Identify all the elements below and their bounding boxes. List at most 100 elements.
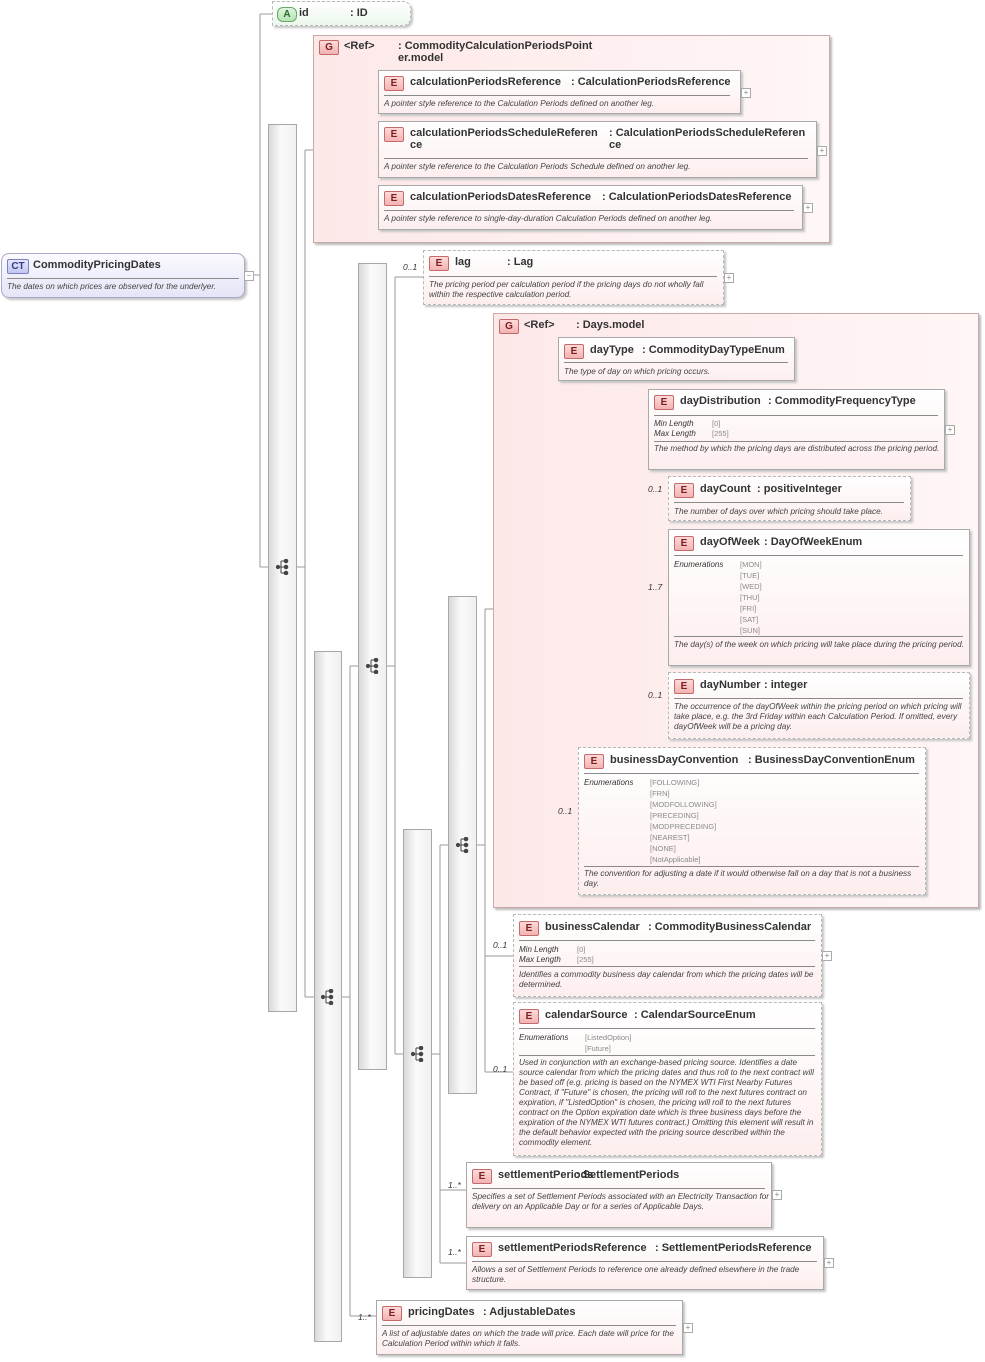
element-badge: E — [674, 536, 694, 551]
element-settlement-periods-reference[interactable]: E settlementPeriodsReference : Settlemen… — [466, 1236, 824, 1290]
choice-icon — [410, 1046, 424, 1062]
element-badge: E — [519, 1009, 539, 1024]
element-badge: E — [472, 1169, 492, 1184]
element-name: pricingDates — [408, 1306, 475, 1318]
enum-list: [ListedOption] [Future] — [585, 1032, 631, 1054]
facet-value: [0] — [712, 419, 721, 428]
facet-value: [255] — [577, 955, 594, 964]
element-business-calendar[interactable]: E businessCalendar : CommodityBusinessCa… — [513, 914, 822, 997]
separator — [472, 1261, 817, 1262]
element-calculation-periods-dates-reference[interactable]: E calculationPeriodsDatesReference : Cal… — [378, 185, 803, 230]
element-badge: E — [384, 191, 404, 206]
separator — [384, 210, 794, 211]
group-badge: G — [319, 40, 339, 55]
element-doc: A pointer style reference to the Calcula… — [384, 99, 655, 108]
enum-value: [SUN] — [740, 626, 761, 635]
separator — [584, 866, 919, 867]
expand-icon[interactable]: + — [945, 425, 955, 435]
element-doc: A pointer style reference to the Calcula… — [384, 162, 691, 171]
element-doc: The occurrence of the dayOfWeek within t… — [674, 702, 962, 731]
cardinality: 1..* — [448, 1247, 461, 1257]
element-type: : positiveInteger — [757, 483, 842, 495]
enum-value: [NONE] — [650, 844, 676, 853]
choice-icon — [320, 989, 334, 1005]
element-doc: The convention for adjusting a date if i… — [584, 869, 912, 888]
cardinality: 1..* — [358, 1312, 371, 1322]
expand-icon[interactable]: + — [817, 146, 827, 156]
facet-label: Enumerations — [584, 778, 634, 787]
enum-value: [FRN] — [650, 789, 670, 798]
element-doc: A pointer style reference to single-day-… — [384, 214, 713, 223]
element-calculation-periods-schedule-reference[interactable]: E calculationPeriodsScheduleReferen ce :… — [378, 121, 817, 178]
element-badge: E — [519, 921, 539, 936]
separator — [654, 415, 938, 416]
element-day-of-week[interactable]: E dayOfWeek : DayOfWeekEnum Enumerations… — [668, 529, 970, 666]
element-type: : Lag — [507, 256, 534, 268]
element-badge: E — [654, 395, 674, 410]
enum-value: [MODFOLLOWING] — [650, 800, 717, 809]
element-calculation-periods-reference[interactable]: E calculationPeriodsReference : Calculat… — [378, 70, 741, 114]
expand-icon[interactable]: + — [724, 273, 734, 283]
enum-list: [FOLLOWING] [FRN] [MODFOLLOWING] [PRECED… — [650, 777, 717, 865]
element-day-distribution[interactable]: E dayDistribution : CommodityFrequencyTy… — [648, 389, 945, 470]
facet-label: Enumerations — [674, 560, 724, 569]
attribute-type: : ID — [350, 7, 368, 19]
expand-icon[interactable]: + — [683, 1323, 693, 1333]
element-type: : CalculationPeriodsScheduleReferen ce — [609, 127, 806, 151]
element-type: : SettlementPeriods — [576, 1169, 680, 1181]
separator — [519, 966, 815, 967]
separator — [519, 1055, 815, 1056]
element-doc: Used in conjunction with an exchange-bas… — [519, 1058, 814, 1147]
expand-icon[interactable]: + — [803, 203, 813, 213]
enum-value: [MON] — [740, 560, 762, 569]
root-doc: The dates on which prices are observed f… — [7, 282, 217, 291]
expand-icon[interactable]: + — [824, 1258, 834, 1268]
expand-icon[interactable]: + — [741, 88, 751, 98]
element-day-count[interactable]: E dayCount : positiveInteger The number … — [668, 476, 911, 521]
element-badge: E — [674, 679, 694, 694]
facet-label: Enumerations — [519, 1033, 569, 1042]
enum-value: [FOLLOWING] — [650, 778, 700, 787]
element-settlement-periods[interactable]: E settlementPeriods : SettlementPeriods … — [466, 1162, 772, 1228]
sequence-icon — [275, 559, 289, 575]
separator — [674, 636, 963, 637]
enum-value: [PRECEDING] — [650, 811, 699, 820]
element-name: dayDistribution — [680, 395, 761, 407]
sequence-compositor-root[interactable] — [268, 124, 297, 1012]
element-name: businessCalendar — [545, 921, 640, 933]
element-doc: Specifies a set of Settlement Periods as… — [472, 1192, 770, 1211]
separator — [519, 1028, 815, 1029]
separator — [382, 1325, 676, 1326]
element-badge: E — [584, 754, 604, 769]
element-name: calculationPeriodsReference — [410, 76, 562, 88]
element-pricing-dates[interactable]: E pricingDates : AdjustableDates A list … — [376, 1300, 683, 1355]
element-type: : CommodityFrequencyType — [768, 395, 916, 407]
group-name: <Ref> — [344, 40, 375, 52]
attribute-id[interactable]: A id : ID — [272, 1, 411, 26]
enum-value: [NotApplicable] — [650, 855, 701, 864]
separator — [584, 773, 919, 774]
enum-value: [Future] — [585, 1044, 611, 1053]
element-day-type[interactable]: E dayType : CommodityDayTypeEnum The typ… — [558, 337, 795, 381]
element-name: settlementPeriods — [498, 1169, 594, 1181]
separator — [674, 502, 904, 503]
cardinality: 0..1 — [648, 690, 663, 700]
collapse-icon[interactable]: − — [244, 271, 254, 281]
element-badge: E — [674, 483, 694, 498]
element-doc: The type of day on which pricing occurs. — [564, 367, 711, 376]
expand-icon[interactable]: + — [822, 951, 832, 961]
separator — [654, 441, 938, 442]
element-lag[interactable]: E lag : Lag The pricing period per calcu… — [423, 250, 724, 305]
enum-value: [ListedOption] — [585, 1033, 632, 1042]
expand-icon[interactable]: + — [772, 1190, 782, 1200]
element-type: : CalculationPeriodsDatesReference — [602, 191, 792, 203]
element-business-day-convention[interactable]: E businessDayConvention : BusinessDayCon… — [578, 747, 926, 895]
cardinality: 0..1 — [558, 806, 573, 816]
cardinality: 1..7 — [648, 582, 663, 592]
element-name: dayNumber — [700, 679, 761, 691]
element-calendar-source[interactable]: E calendarSource : CalendarSourceEnum En… — [513, 1002, 822, 1156]
enum-value: [WED] — [740, 582, 762, 591]
cardinality: 1..* — [448, 1180, 461, 1190]
element-day-number[interactable]: E dayNumber : integer The occurrence of … — [668, 672, 970, 739]
complex-type-commodity-pricing-dates[interactable]: CT CommodityPricingDates The dates on wh… — [1, 253, 245, 298]
